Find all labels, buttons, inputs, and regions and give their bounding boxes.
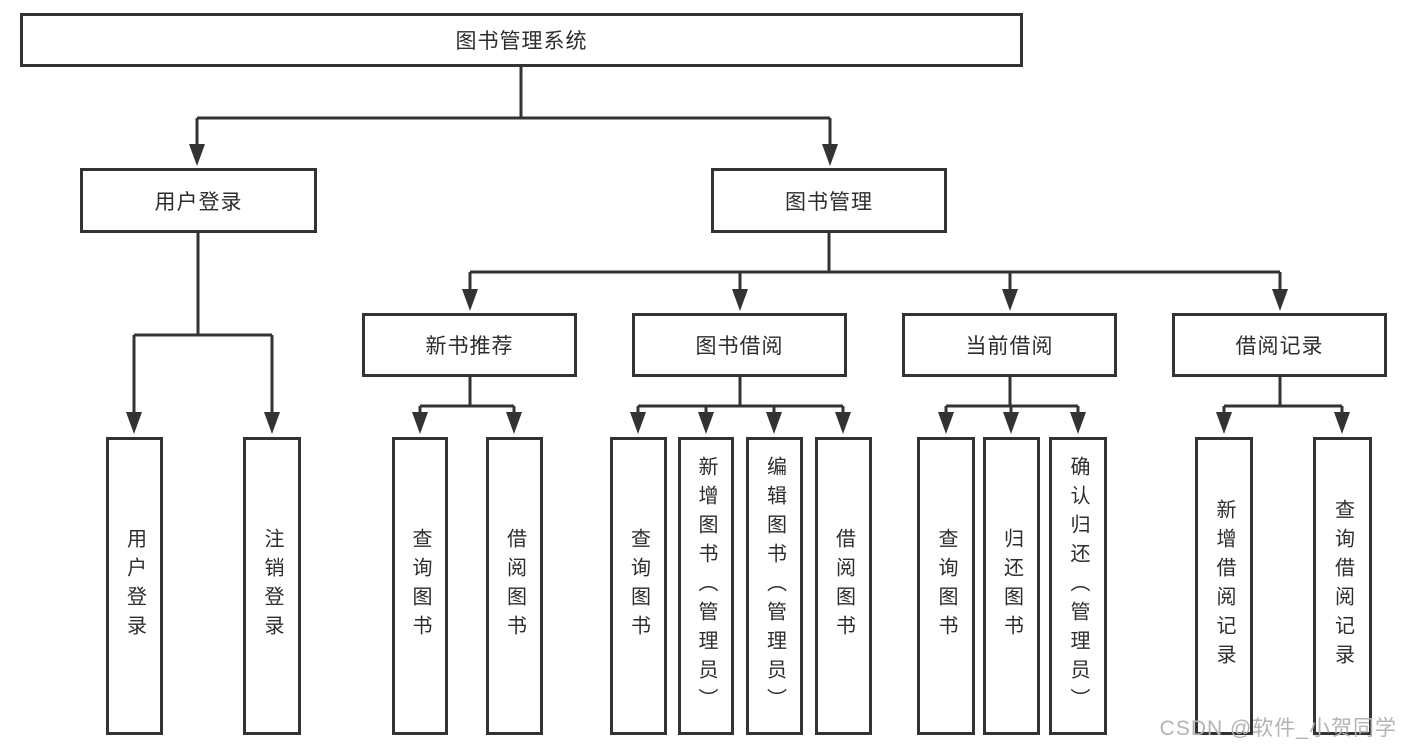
leaf-edit-book-admin-label: 编辑图书（管理员） [763, 455, 786, 717]
leaf-query-books-recommend: 查询图书 [392, 437, 448, 735]
leaf-logout-label: 注销登录 [261, 528, 283, 644]
leaf-add-borrow-record: 新增借阅记录 [1195, 437, 1253, 735]
node-root: 图书管理系统 [20, 13, 1023, 67]
leaf-borrow-books-recommend-label: 借阅图书 [503, 528, 526, 644]
leaf-query-borrow-record-label: 查询借阅记录 [1331, 499, 1354, 673]
leaf-return-book-label: 归还图书 [1000, 528, 1023, 644]
node-borrow-records: 借阅记录 [1172, 313, 1387, 377]
arrowheads [126, 144, 1350, 434]
node-book-management-label: 图书管理 [785, 190, 873, 214]
leaf-query-borrow-record: 查询借阅记录 [1313, 437, 1372, 735]
connector-current-borrow [944, 376, 1080, 415]
leaf-query-books-current: 查询图书 [917, 437, 975, 735]
leaf-logout: 注销登录 [243, 437, 301, 735]
leaf-borrow-books-recommend: 借阅图书 [486, 437, 543, 735]
node-new-book-recommend-label: 新书推荐 [425, 335, 514, 358]
leaf-confirm-return-admin-label: 确认归还（管理员） [1067, 455, 1089, 717]
node-current-borrow: 当前借阅 [902, 313, 1117, 377]
connector-user-login [132, 232, 274, 415]
leaf-add-book-admin: 新增图书（管理员） [678, 437, 734, 735]
leaf-borrow-books-label: 借阅图书 [832, 528, 855, 644]
leaf-add-borrow-record-label: 新增借阅记录 [1213, 499, 1235, 673]
leaf-query-books-current-label: 查询图书 [935, 528, 957, 644]
leaf-query-books-borrow: 查询图书 [610, 437, 667, 735]
leaf-user-login-label: 用户登录 [123, 528, 146, 644]
node-root-label: 图书管理系统 [455, 30, 588, 53]
connector-root [195, 66, 832, 147]
connector-book-management [468, 232, 1282, 292]
csdn-watermark: CSDN @软件_小贺同学 [1159, 717, 1397, 740]
leaf-confirm-return-admin: 确认归还（管理员） [1049, 437, 1107, 735]
connector-new-book-recommend [418, 376, 516, 415]
node-new-book-recommend: 新书推荐 [362, 313, 577, 377]
node-current-borrow-label: 当前借阅 [965, 335, 1054, 358]
node-user-login: 用户登录 [80, 168, 317, 233]
leaf-query-books-recommend-label: 查询图书 [409, 528, 431, 644]
node-user-login-label: 用户登录 [154, 190, 243, 214]
connector-book-borrow [636, 376, 845, 415]
connector-borrow-records [1222, 376, 1344, 415]
leaf-borrow-books: 借阅图书 [815, 437, 872, 735]
leaf-return-book: 归还图书 [983, 437, 1040, 735]
leaf-query-books-borrow-label: 查询图书 [627, 528, 650, 644]
leaf-edit-book-admin: 编辑图书（管理员） [746, 437, 803, 735]
node-book-borrow: 图书借阅 [632, 313, 847, 377]
leaf-user-login: 用户登录 [106, 437, 163, 735]
node-book-management: 图书管理 [711, 168, 947, 233]
leaf-add-book-admin-label: 新增图书（管理员） [695, 455, 717, 717]
node-book-borrow-label: 图书借阅 [695, 335, 784, 358]
node-borrow-records-label: 借阅记录 [1235, 335, 1324, 358]
